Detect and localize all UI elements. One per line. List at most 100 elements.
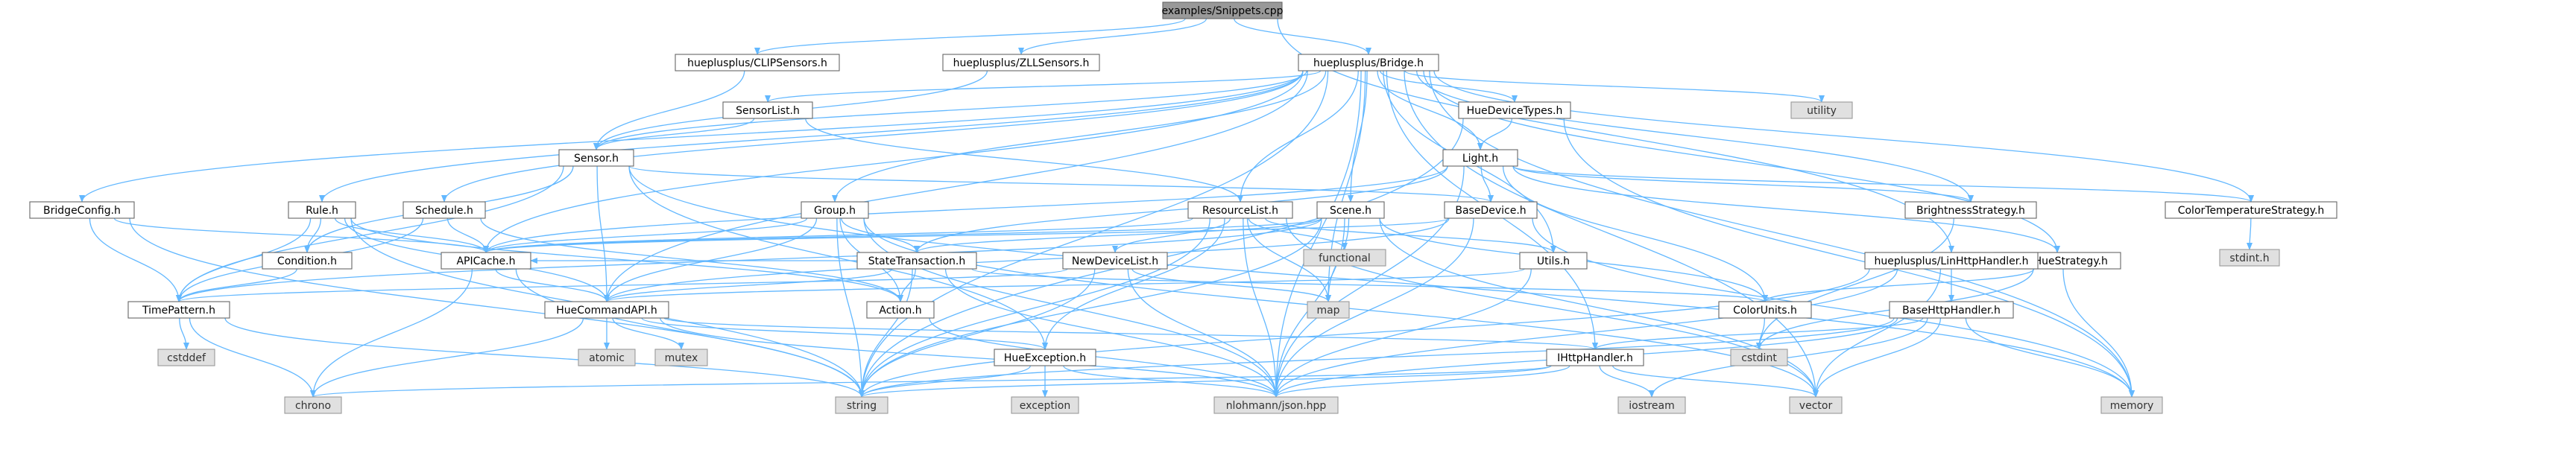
edge-bridge-to-sensorlist [765,70,1322,103]
node-box [127,301,230,319]
node-exception: exception [1011,396,1079,414]
node-box [1303,249,1386,267]
edge-bridge-to-apicache [483,70,1304,253]
node-label: HueException.h [1004,352,1086,364]
node-box [2100,396,2163,414]
edge-bridge-to-rule [319,70,1304,203]
node-box [2165,201,2337,219]
node-newdevicelist[interactable]: NewDeviceList.h [1062,252,1168,270]
edge-snippets-to-bridge [1234,18,1371,55]
node-mutex: mutex [654,349,708,366]
node-basehttp[interactable]: BaseHttpHandler.h [1889,301,2014,319]
node-label: Sensor.h [574,153,619,165]
node-timepattern[interactable]: TimePattern.h [127,301,230,319]
edge-huecommandapi-to-hueexception [641,317,1048,350]
node-box [1864,252,2039,270]
node-box [722,101,813,119]
node-box [1790,101,1853,119]
edge-bridge-to-huedevicetypes [1380,70,1518,103]
node-zll[interactable]: hueplusplus/ZLLSensors.h [942,54,1100,71]
node-condition[interactable]: Condition.h [262,252,353,270]
node-label: examples/Snippets.cpp [1161,5,1283,17]
edge-sensorlist-to-resourcelist [805,118,1243,203]
node-label: StateTransaction.h [868,255,965,267]
node-schedule[interactable]: Schedule.h [402,201,486,219]
node-box [835,396,888,414]
node-hueexception[interactable]: HueException.h [994,349,1096,366]
edge-sensor-to-basedevice [628,165,1494,203]
node-bridge[interactable]: hueplusplus/Bridge.h [1298,54,1439,71]
node-box [29,201,135,219]
node-label: BaseHttpHandler.h [1902,305,2001,317]
node-label: ResourceList.h [1202,205,1278,217]
node-label: vector [1799,400,1833,412]
node-box [157,349,215,366]
node-box [1298,54,1439,71]
node-label: Utils.h [1537,255,1570,267]
edge-newdevicelist-to-timepattern [176,268,1068,302]
edge-colortemp-to-stdint [2247,217,2253,250]
edge-newdevicelist-to-map [1131,268,1331,302]
node-box [1617,396,1686,414]
edge-basedevice-to-json [1273,217,1474,398]
edge-basehttp-to-iostream [1649,317,1928,398]
edge-statetransaction-to-string [859,268,913,398]
dependency-edges [79,18,2254,398]
node-linhttp[interactable]: hueplusplus/LinHttpHandler.h [1864,252,2039,270]
node-box [1187,201,1293,219]
edge-light-to-colortemp [1512,165,2254,203]
node-snippets: examples/Snippets.cpp [1161,1,1284,19]
edge-snippets-to-zll [1018,18,1208,55]
node-utils[interactable]: Utils.h [1519,252,1588,270]
node-apicache[interactable]: APICache.h [441,252,531,270]
node-label: map [1316,305,1339,317]
node-box [402,201,486,219]
node-brightness[interactable]: BrightnessStrategy.h [1904,201,2037,219]
node-box [1316,201,1385,219]
node-string: string [835,396,888,414]
node-label: utility [1807,105,1837,117]
node-group[interactable]: Group.h [801,201,869,219]
node-colorunits[interactable]: ColorUnits.h [1718,301,1812,319]
node-scene[interactable]: Scene.h [1316,201,1385,219]
node-box [801,201,869,219]
node-iostream: iostream [1617,396,1686,414]
node-clip[interactable]: hueplusplus/CLIPSensors.h [675,54,840,71]
node-label: ColorTemperatureStrategy.h [2178,205,2325,217]
node-box [288,201,356,219]
node-huecommandapi[interactable]: HueCommandAPI.h [544,301,669,319]
node-rule[interactable]: Rule.h [288,201,356,219]
edge-light-to-statetransaction [914,165,1448,253]
node-label: iostream [1629,400,1675,412]
node-statetransaction[interactable]: StateTransaction.h [856,252,977,270]
node-label: atomic [589,352,625,364]
node-huedevicetypes[interactable]: HueDeviceTypes.h [1458,101,1571,119]
node-label: IHttpHandler.h [1557,352,1633,364]
edge-bridge-to-memory [1429,70,2135,398]
edge-light-to-colorunits [1502,165,1768,302]
node-map: map [1307,301,1350,319]
node-action[interactable]: Action.h [866,301,935,319]
edge-group-to-huecommandapi [604,217,818,302]
node-colortemp[interactable]: ColorTemperatureStrategy.h [2165,201,2337,219]
edge-ihttphandler-to-chrono [310,365,1552,398]
node-box [1889,301,2014,319]
node-label: NewDeviceList.h [1072,255,1158,267]
edge-rule-to-action [350,217,903,302]
edge-basedevice-to-huecommandapi [604,217,1450,302]
node-label: Light.h [1462,153,1498,165]
node-bridgeconfig[interactable]: BridgeConfig.h [29,201,135,219]
node-basedevice[interactable]: BaseDevice.h [1444,201,1538,219]
node-sensor[interactable]: Sensor.h [558,149,634,167]
node-light[interactable]: Light.h [1442,149,1518,167]
node-ihttphandler[interactable]: IHttpHandler.h [1546,349,1644,366]
edge-bridge-to-json [1273,70,1362,398]
node-sensorlist[interactable]: SensorList.h [722,101,813,119]
node-box [675,54,840,71]
edge-bridge-to-scene [1348,70,1368,203]
node-resourcelist[interactable]: ResourceList.h [1187,201,1293,219]
edge-bridge-to-huecommandapi [604,70,1308,302]
edge-group-to-json [863,217,1279,398]
edge-ihttphandler-to-iostream [1599,365,1655,398]
node-box [1444,201,1538,219]
